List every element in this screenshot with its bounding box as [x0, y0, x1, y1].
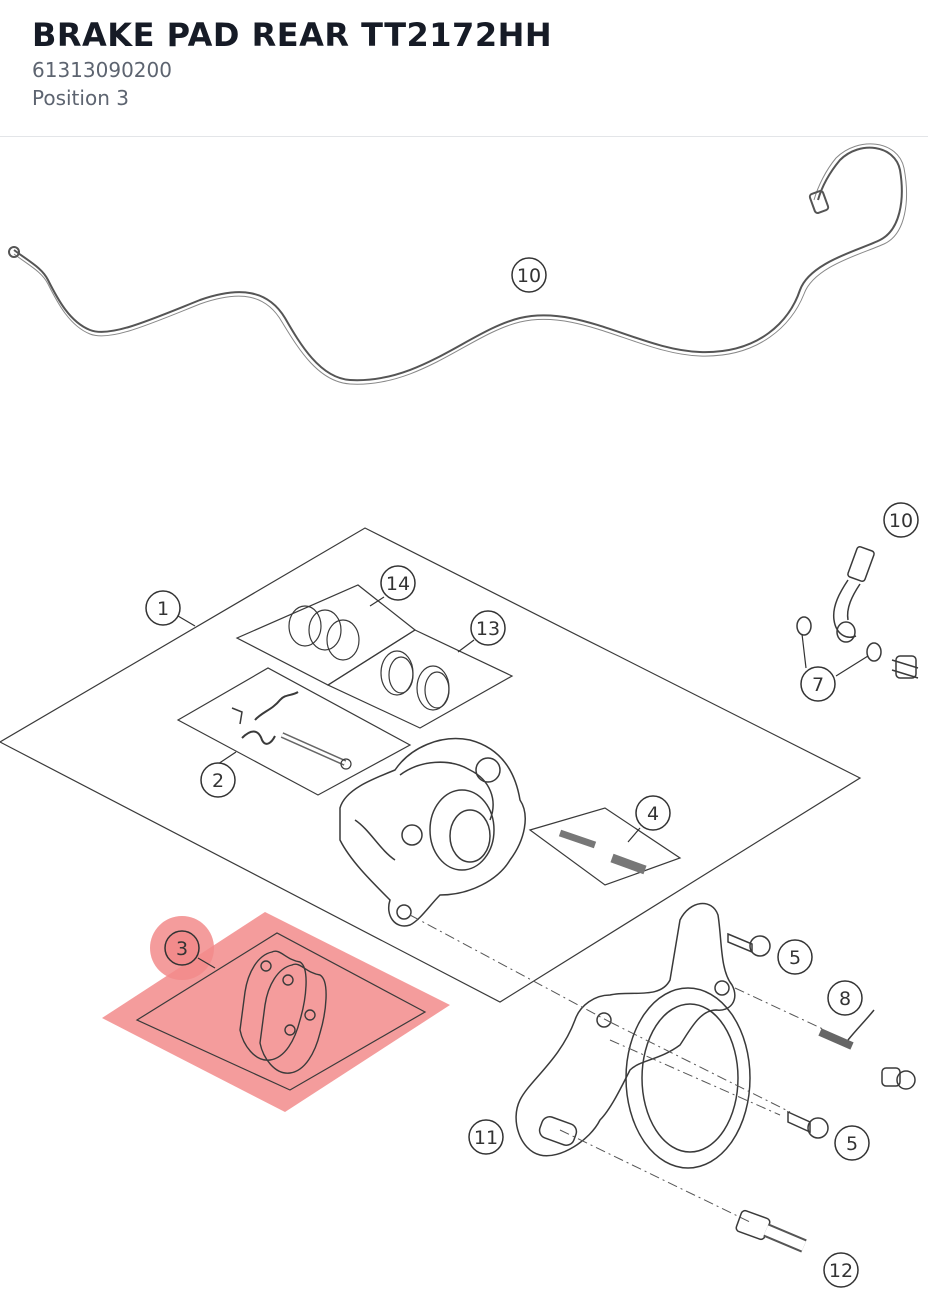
svg-text:5: 5	[846, 1133, 858, 1155]
part-number: 61313090200	[32, 58, 172, 82]
caliper-kit-outline	[0, 527, 862, 1003]
brake-hose-icon	[8, 143, 907, 385]
brake-caliper-icon	[339, 737, 526, 927]
callout-2: 2	[200, 762, 236, 798]
svg-text:8: 8	[839, 988, 851, 1010]
svg-text:4: 4	[647, 803, 659, 825]
svg-text:1: 1	[157, 598, 169, 620]
part-header: BRAKE PAD REAR TT2172HH 61313090200 Posi…	[0, 0, 928, 137]
highlight-area-3	[102, 912, 450, 1112]
callout-11: 11	[468, 1119, 504, 1155]
svg-text:13: 13	[476, 618, 500, 640]
svg-text:2: 2	[212, 770, 224, 792]
part-title: BRAKE PAD REAR TT2172HH	[32, 16, 553, 54]
pin-box	[176, 667, 412, 796]
bleeder-box	[528, 807, 682, 886]
callout-12: 12	[823, 1252, 859, 1288]
brake-pads-icon	[135, 932, 427, 1091]
exploded-parts-diagram: 10 10 1 14 13 7 2 4	[0, 143, 919, 1288]
callout-10-fitting: 10	[883, 502, 919, 538]
svg-text:7: 7	[812, 674, 824, 696]
seal-box	[326, 629, 514, 729]
alignment-lines	[409, 914, 826, 1223]
svg-text:11: 11	[474, 1127, 498, 1149]
svg-text:14: 14	[386, 573, 410, 595]
callout-1: 1	[145, 590, 181, 626]
callout-10-hose: 10	[511, 257, 547, 293]
callout-13: 13	[470, 610, 506, 646]
caliper-bracket-icon	[515, 902, 751, 1169]
svg-text:12: 12	[829, 1260, 853, 1282]
callout-5-lower: 5	[834, 1125, 870, 1161]
callout-4: 4	[635, 795, 671, 831]
svg-text:10: 10	[517, 265, 541, 287]
svg-text:3: 3	[176, 938, 188, 960]
callouts: 10 10 1 14 13 7 2 4	[145, 257, 919, 1288]
callout-14: 14	[380, 565, 416, 601]
callout-8: 8	[827, 980, 863, 1016]
banjo-fitting-icon	[796, 545, 919, 679]
part-position: Position 3	[32, 86, 129, 110]
callout-5-upper: 5	[777, 939, 813, 975]
svg-text:5: 5	[789, 947, 801, 969]
bolt-icon	[727, 932, 916, 1253]
svg-text:10: 10	[889, 510, 913, 532]
callout-7: 7	[800, 666, 836, 702]
callout-3-highlighted: 3	[164, 930, 200, 966]
callout-leaders	[177, 596, 869, 969]
